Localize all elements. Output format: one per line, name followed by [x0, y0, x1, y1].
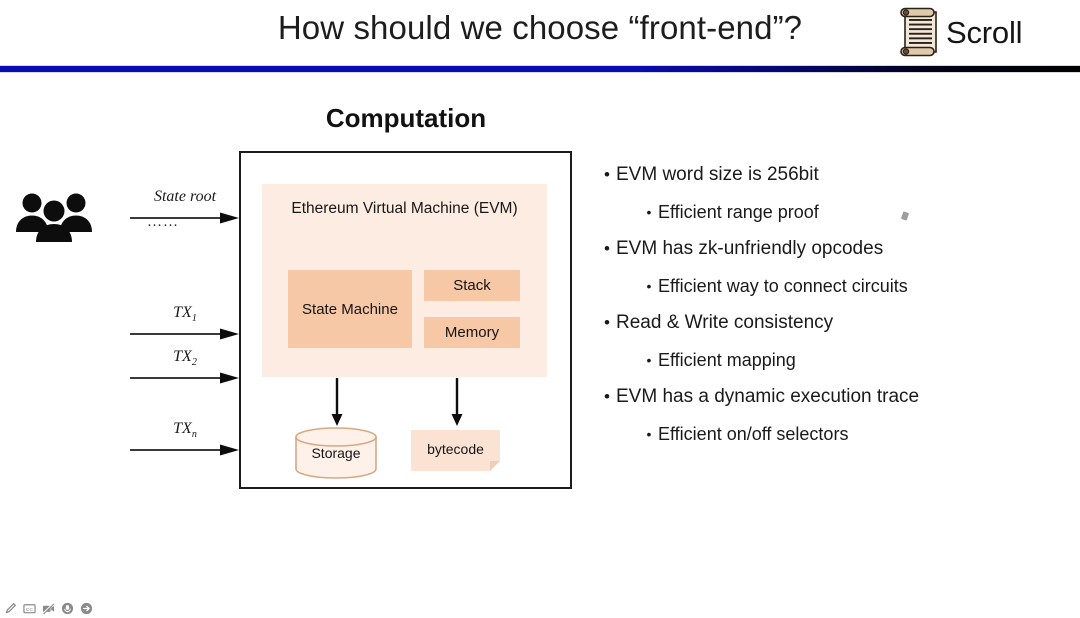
bullet-dot-icon: • [646, 278, 652, 294]
bullet-item: • Efficient on/off selectors [640, 419, 1068, 449]
bullet-item: • EVM word size is 256bit [598, 160, 1068, 190]
bullet-item: • Efficient range proof [640, 197, 1068, 227]
video-camera-off-icon[interactable] [41, 601, 55, 615]
evm-component-stack: Stack [424, 270, 520, 301]
bullet-item: • Efficient way to connect circuits [640, 271, 1068, 301]
bullet-item: • EVM has zk-unfriendly opcodes [598, 234, 1068, 264]
arrow-right-icon [130, 211, 240, 224]
page-title: How should we choose “front-end”? [277, 9, 803, 46]
player-toolbar[interactable]: CC [3, 600, 93, 616]
microphone-mute-icon[interactable] [60, 601, 74, 615]
bullet-dot-icon: • [604, 165, 610, 184]
flow-tx-1: TX1 [130, 304, 240, 344]
bullet-list: • EVM word size is 256bit • Efficient ra… [598, 160, 1068, 456]
bullet-text: EVM word size is 256bit [616, 164, 819, 185]
header-divider [0, 65, 1080, 73]
slide-header: How should we choose “front-end”? [0, 0, 1080, 66]
bullet-item: • EVM has a dynamic execution trace [598, 382, 1068, 412]
bullet-dot-icon: • [646, 426, 652, 442]
bullet-dot-icon: • [604, 313, 610, 332]
arrow-down-icon [330, 378, 344, 426]
bullet-dot-icon: • [646, 352, 652, 368]
arrow-right-circle-icon[interactable] [79, 601, 93, 615]
bullet-dot-icon: • [604, 387, 610, 406]
arrow-right-icon [130, 327, 240, 340]
arrow-right-icon [130, 443, 240, 456]
brand-name: Scroll [946, 14, 1023, 50]
arrow-right-icon [130, 371, 240, 384]
bullet-dot-icon: • [646, 204, 652, 220]
bullet-text: Efficient range proof [658, 202, 819, 222]
computation-heading: Computation [325, 103, 487, 133]
storage-label: Storage [311, 445, 361, 461]
bullet-item: • Efficient mapping [640, 345, 1068, 375]
bullet-dot-icon: • [604, 239, 610, 258]
pen-annotate-icon[interactable] [3, 601, 17, 615]
svg-text:CC: CC [26, 607, 33, 613]
flow-label-state-root: State root [153, 188, 217, 205]
brand-logo: Scroll [895, 4, 1055, 60]
closed-captions-icon[interactable]: CC [22, 601, 36, 615]
bullet-text: Efficient way to connect circuits [658, 276, 908, 296]
storage-cylinder-icon: Storage [294, 427, 378, 479]
bullet-text: EVM has a dynamic execution trace [616, 386, 920, 407]
flow-ellipsis: …… [147, 214, 179, 230]
bullet-text: Efficient mapping [658, 350, 796, 370]
flow-label-tx-1: TX1 [173, 304, 197, 325]
flow-state-root: State root [130, 188, 240, 228]
arrow-down-icon [450, 378, 464, 426]
flow-tx-n: TXn [130, 420, 240, 460]
input-flows: State root TX1 T [22, 170, 247, 490]
scroll-parchment-icon [895, 6, 941, 58]
evm-title: Ethereum Virtual Machine (EVM) [291, 200, 518, 217]
flow-label-tx-2: TX2 [173, 348, 197, 369]
bullet-item: • Read & Write consistency [598, 308, 1068, 338]
bytecode-note-icon: bytecode [411, 430, 500, 471]
evm-component-memory: Memory [424, 317, 520, 348]
evm-component-state-machine: State Machine [288, 270, 412, 348]
bytecode-label: bytecode [427, 441, 484, 457]
bullet-text: EVM has zk-unfriendly opcodes [616, 238, 884, 259]
bullet-text: Efficient on/off selectors [658, 424, 849, 444]
flow-tx-2: TX2 [130, 348, 240, 388]
bullet-text: Read & Write consistency [616, 312, 834, 333]
people-group-icon [12, 188, 96, 242]
flow-label-tx-n: TXn [173, 420, 197, 441]
